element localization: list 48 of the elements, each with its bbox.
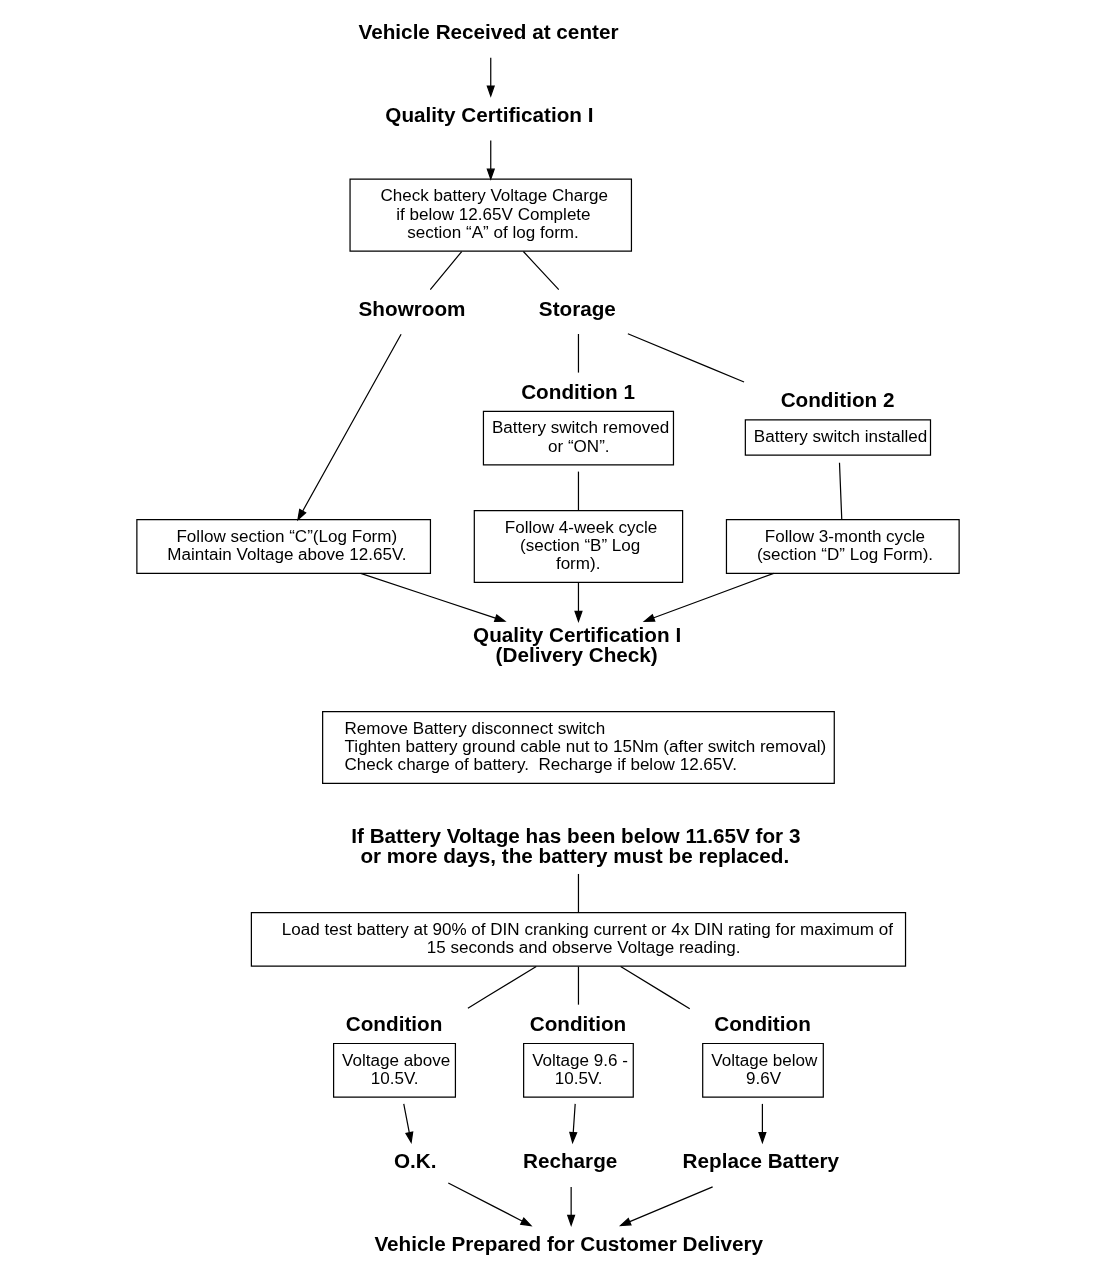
arrow (618, 1186, 714, 1227)
connector (627, 333, 745, 383)
node-box: Battery switch installed (744, 419, 932, 456)
connector (467, 965, 537, 1009)
node-text: Quality Certification I (Delivery Check) (473, 622, 682, 667)
node-text: Quality Certification I (385, 103, 594, 127)
arrow (569, 1103, 578, 1145)
node-box: Check battery Voltage Charge if below 12.65V Complete section “A” of log form. (349, 178, 633, 252)
connector (577, 333, 580, 374)
node-label: Condition (529, 1011, 627, 1035)
arrow (447, 1182, 533, 1227)
node-text: Vehicle Received at center (358, 20, 619, 44)
connector (577, 873, 580, 913)
node-text: Vehicle Prepared for Customer Delivery (374, 1232, 764, 1256)
arrow (486, 139, 495, 181)
arrow (486, 57, 495, 98)
connector (577, 966, 580, 1006)
arrow (403, 1103, 414, 1145)
node-box: Voltage below 9.6V (702, 1042, 824, 1098)
arrow (297, 333, 402, 522)
node-text: Recharge (523, 1149, 618, 1173)
node-box: Follow 4-week cycle (section “B” Log form). (473, 509, 684, 584)
node-box: Battery switch removed or “ON”. (482, 410, 675, 466)
node-label: Condition 2 (780, 388, 895, 412)
node-label: Condition (345, 1011, 443, 1035)
node-label: Condition (714, 1011, 811, 1035)
connector (429, 250, 463, 291)
arrow (574, 581, 583, 624)
node-text: O.K. (393, 1149, 437, 1173)
node-box: Follow section “C”(Log Form) Maintain Voltage above 12.65V. (136, 519, 432, 574)
node-box: Follow 3-month cycle (section “D” Log Form). (725, 519, 960, 574)
node-box: Voltage above 10.5V. (333, 1042, 457, 1098)
arrow (758, 1103, 767, 1145)
connector (577, 470, 580, 511)
node-text: Replace Battery (682, 1149, 839, 1173)
arrow (566, 1186, 576, 1227)
connector (620, 965, 691, 1010)
connector (522, 250, 560, 291)
node-text: Showroom (358, 296, 466, 320)
node-box: Load test battery at 90% of DIN cranking current or 4x DIN rating for maximum of 15 seconds and observe Voltage reading. (250, 911, 907, 967)
node-text: Storage (538, 296, 616, 320)
connector (838, 462, 843, 521)
arrow (642, 572, 775, 622)
arrow (360, 572, 507, 623)
node-box: Remove Battery disconnect switch Tighten battery ground cable nut to 15Nm (after switch removal) Check charge of battery. Recharge if below 12.65V. (322, 710, 835, 785)
node-text: If Battery Voltage has been below 11.65V for 3 or more days, the battery must be replaced. (351, 823, 801, 868)
node-label: Condition 1 (521, 379, 635, 403)
node-box: Voltage 9.6 - 10.5V. (523, 1042, 634, 1098)
